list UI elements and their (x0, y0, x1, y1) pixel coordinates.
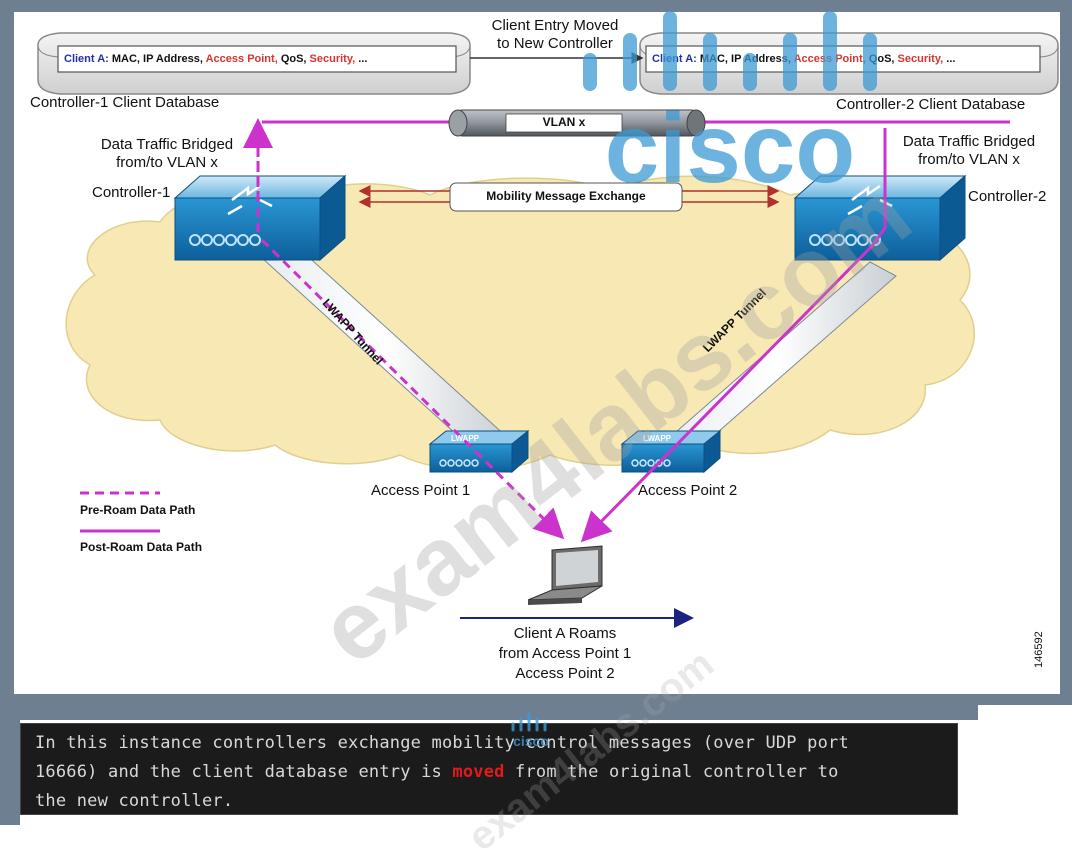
controller-1-database-label: Controller-1 Client Database (30, 94, 220, 111)
caption-line-1: In this instance controllers exchange mo… (35, 733, 849, 753)
bridged-left-line-2: from/to VLAN x (116, 154, 218, 171)
client-a-label: Client A: (652, 53, 697, 65)
legend-post-roam: Post-Roam Data Path (80, 540, 203, 554)
access-point-1-device (428, 429, 530, 474)
caption-line-2-start: 16666) and the client database entry is (35, 762, 453, 782)
caption-highlight: moved (452, 762, 505, 782)
roam-line-1: Client A Roams (513, 625, 617, 642)
caption-box: In this instance controllers exchange mo… (20, 723, 958, 815)
bridged-left-line-1: Data Traffic Bridged (100, 136, 234, 153)
access-point-field: Access Point, (793, 53, 866, 65)
access-point-2-label: Access Point 2 (638, 482, 738, 499)
roam-line-2: from Access Point 1 (498, 645, 632, 662)
mobility-box (449, 182, 683, 212)
bridged-right-line-2: from/to VLAN x (918, 151, 1020, 168)
caption-line-3: the new controller. (35, 791, 234, 811)
bridged-right-label: Data Traffic Bridged from/to VLAN x (884, 133, 1054, 169)
post-roam-path (580, 132, 887, 543)
laptop-client-icon (527, 545, 603, 605)
client-entry-moved-line-2: to New Controller (497, 35, 613, 52)
controller-1-device (173, 174, 347, 262)
qos-field: QoS, (280, 53, 307, 65)
vlan-label: VLAN x (542, 115, 586, 129)
bridged-left-label: Data Traffic Bridged from/to VLAN x (82, 136, 252, 172)
roam-line-3: Access Point 2 (515, 665, 615, 682)
more-field: ... (358, 53, 368, 65)
access-point-field: Access Point, (205, 53, 278, 65)
controller-1-label: Controller-1 (92, 184, 171, 201)
mac-ip-label: MAC, IP Address, (111, 53, 203, 65)
security-field: Security, (897, 53, 944, 65)
caption-line-2-end: from the original controller to (504, 762, 839, 782)
client-entry-moved-label: Client Entry Moved to New Controller (470, 17, 640, 53)
client-record-1: Client A: MAC, IP Address, Access Point,… (64, 53, 367, 65)
client-a-label: Client A: (64, 53, 109, 65)
ap-badge-2: LWAPP (643, 434, 672, 443)
controller-1-database (37, 32, 471, 95)
mobility-label: Mobility Message Exchange (486, 189, 646, 203)
vlan-pipe (448, 109, 706, 137)
more-field: ... (946, 53, 956, 65)
controller-2-database-label: Controller-2 Client Database (836, 96, 1026, 113)
mac-ip-label: MAC, IP Address, (699, 53, 791, 65)
security-field: Security, (309, 53, 356, 65)
client-record-2: Client A: MAC, IP Address, Access Point,… (652, 53, 955, 65)
bridged-right-line-1: Data Traffic Bridged (902, 133, 1036, 150)
client-entry-moved-line-1: Client Entry Moved (491, 17, 619, 34)
controller-2-label: Controller-2 (968, 188, 1047, 205)
ap-badge-1: LWAPP (451, 434, 480, 443)
legend-pre-roam: Pre-Roam Data Path (80, 503, 196, 517)
caption-line-2: 16666) and the client database entry is … (35, 758, 943, 787)
controller-2-device (793, 174, 967, 262)
qos-field: QoS, (868, 53, 895, 65)
access-point-1-label: Access Point 1 (371, 482, 471, 499)
figure-number: 146592 (1033, 631, 1045, 668)
roam-label: Client A Roams from Access Point 1 Acces… (470, 624, 660, 684)
access-point-2-device (620, 429, 722, 474)
diagram-frame (0, 0, 1072, 825)
